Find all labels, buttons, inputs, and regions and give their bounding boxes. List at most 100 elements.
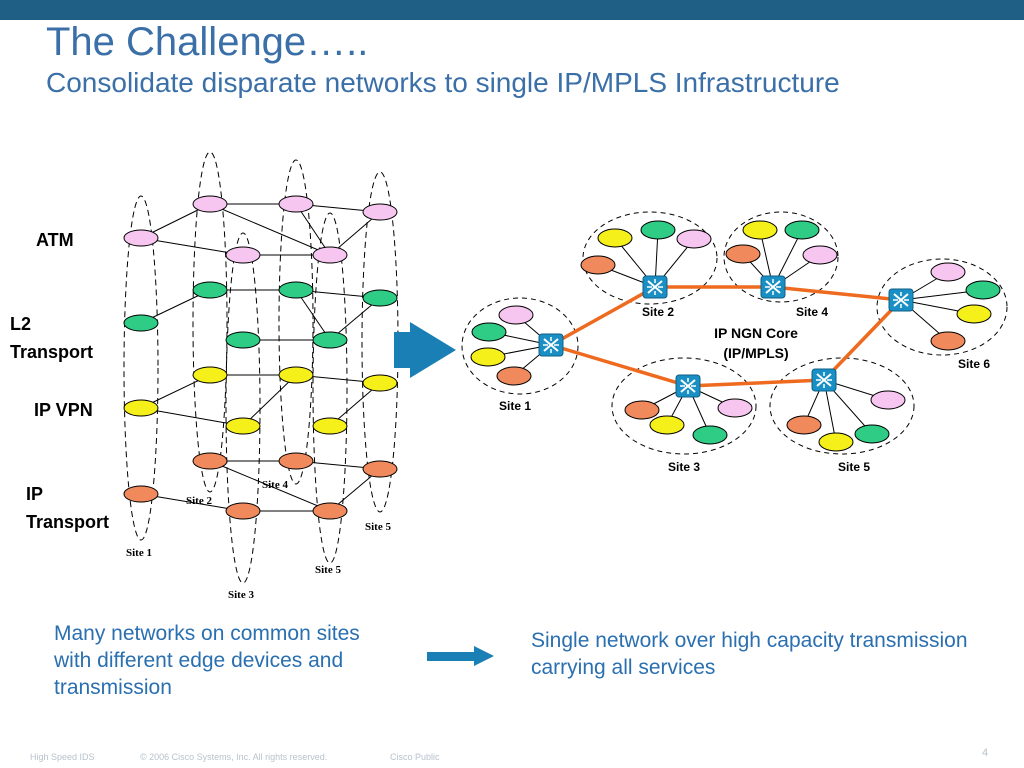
l2-node	[123, 314, 159, 332]
l2-node	[225, 331, 261, 349]
ipvpn-node	[123, 399, 159, 417]
device-node	[725, 244, 761, 264]
ipvpn-node	[362, 374, 398, 392]
site-ellipse	[192, 151, 228, 493]
ngn-site-label: Site 6	[958, 357, 990, 371]
device-node	[676, 229, 712, 249]
caption-arrow-icon	[427, 646, 494, 666]
site-ellipse	[312, 212, 348, 564]
device-node	[930, 331, 966, 351]
left-site-label: Site 1	[126, 547, 152, 559]
footer-left: High Speed IDS	[30, 752, 95, 762]
device-node	[496, 366, 532, 386]
device-node	[784, 220, 820, 240]
atm-node	[278, 195, 314, 213]
ngn-site-label: Site 3	[668, 460, 700, 474]
core-label: IP NGN Core	[714, 325, 798, 341]
ipvpn-node	[278, 366, 314, 384]
device-node	[580, 255, 616, 275]
router-icon	[538, 333, 564, 357]
ngn-site-label: Site 5	[838, 460, 870, 474]
slide-title: The Challenge…..	[46, 20, 369, 64]
atm-node	[123, 229, 159, 247]
caption-left: Many networks on common sites with diffe…	[54, 622, 360, 699]
layer-label-l2-transport: Transport	[10, 342, 93, 362]
left-site-label: Site 5	[365, 521, 391, 533]
site-ellipse	[123, 195, 159, 541]
ip-transport-node	[362, 460, 398, 478]
device-node	[692, 425, 728, 445]
ngn-site-circle	[582, 211, 718, 305]
atm-node	[225, 246, 261, 264]
device-node	[930, 262, 966, 282]
core-link	[772, 285, 902, 302]
ngn-site-circle	[461, 297, 579, 395]
layer-label-atm: ATM	[36, 230, 74, 250]
left-site-label: Site 4	[262, 479, 288, 491]
device-node	[597, 228, 633, 248]
device-node	[471, 322, 507, 342]
left-site-label: Site 2	[186, 495, 212, 507]
top-bar	[0, 0, 1024, 20]
ngn-site-circle	[723, 211, 839, 303]
transition-arrow-icon	[394, 322, 456, 378]
device-node	[742, 220, 778, 240]
ipvpn-node	[312, 417, 348, 435]
device-node	[717, 398, 753, 418]
device-node	[640, 220, 676, 240]
layer-label-l2: L2	[10, 314, 31, 334]
ngn-site-label: Site 2	[642, 305, 674, 319]
site-ellipse	[225, 232, 261, 584]
device-node	[956, 304, 992, 324]
left-site-label: Site 5	[315, 564, 341, 576]
l2-node	[278, 281, 314, 299]
ngn-core-diagram: Site 1 Site 2 Site 4 Site 6 Site 3 Site …	[461, 211, 1008, 474]
atm-node	[192, 195, 228, 213]
core-link	[550, 343, 689, 388]
router-icon	[760, 275, 786, 299]
core-link	[687, 378, 825, 388]
layer-label-ip-transport: Transport	[26, 512, 109, 532]
left-site-label: Site 3	[228, 589, 254, 601]
legacy-networks-diagram: ATM L2 Transport IP VPN IP Transport Sit…	[10, 151, 399, 601]
core-label-sub: (IP/MPLS)	[723, 345, 788, 361]
device-node	[965, 280, 1001, 300]
page-number: 4	[982, 747, 989, 759]
device-node	[870, 390, 906, 410]
l2-node	[362, 289, 398, 307]
ngn-site-circle	[611, 357, 757, 455]
device-node	[786, 415, 822, 435]
device-node	[854, 424, 890, 444]
ip-transport-node	[225, 502, 261, 520]
caption-right: Single network over high capacity transm…	[531, 629, 968, 679]
atm-node	[362, 203, 398, 221]
device-node	[818, 432, 854, 452]
device-node	[649, 415, 685, 435]
footer-classification: Cisco Public	[390, 752, 440, 762]
site-ellipse	[278, 159, 314, 485]
atm-node	[312, 246, 348, 264]
ip-transport-node	[192, 452, 228, 470]
device-node	[470, 347, 506, 367]
ip-transport-node	[278, 452, 314, 470]
ip-transport-node	[123, 485, 159, 503]
ngn-site-label: Site 1	[499, 399, 531, 413]
router-icon	[675, 374, 701, 398]
layer-label-ipvpn: IP VPN	[34, 400, 93, 420]
ip-transport-node	[312, 502, 348, 520]
core-link	[550, 285, 656, 347]
layer-label-ip: IP	[26, 484, 43, 504]
ipvpn-node	[225, 417, 261, 435]
slide-subtitle: Consolidate disparate networks to single…	[46, 67, 840, 98]
device-node	[624, 400, 660, 420]
ipvpn-node	[192, 366, 228, 384]
l2-node	[312, 331, 348, 349]
router-icon	[642, 275, 668, 299]
core-link	[822, 298, 903, 382]
device-node	[802, 245, 838, 265]
ngn-site-circle	[769, 357, 915, 455]
l2-node	[192, 281, 228, 299]
router-icon	[811, 368, 837, 392]
ngn-site-circle	[876, 258, 1008, 356]
